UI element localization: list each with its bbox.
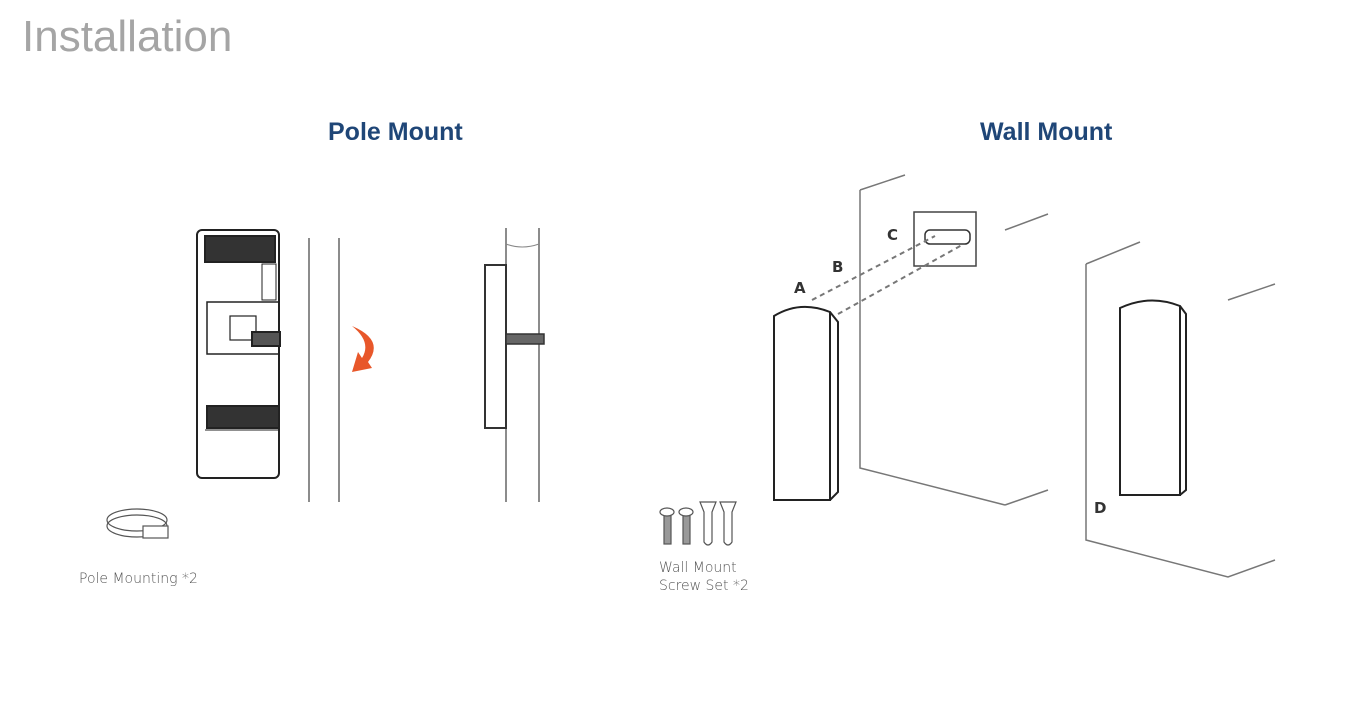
wall-mount-heading: Wall Mount <box>980 118 1113 146</box>
step-label-d: D <box>1094 499 1106 517</box>
device-mounted-on-pole-illustration <box>484 228 545 502</box>
page-title: Installation <box>22 12 233 61</box>
hose-clamp-icon <box>106 508 169 539</box>
wall-illustration <box>859 174 1049 506</box>
rotate-arrow-icon <box>352 326 374 372</box>
device-back-illustration <box>196 229 281 479</box>
step-label-c: C <box>887 226 898 244</box>
wall-screws-icon <box>659 501 737 546</box>
step-label-a: A <box>794 279 806 297</box>
wall-screw-caption-line2: Screw Set *2 <box>659 578 749 594</box>
device-front-illustration <box>773 305 839 501</box>
step-label-b: B <box>832 258 843 276</box>
pole-mounting-caption: Pole Mounting *2 <box>79 571 198 587</box>
wall-screw-caption: Wall Mount Screw Set *2 <box>659 559 749 595</box>
screw-paths <box>811 235 963 315</box>
wall-with-device-illustration <box>1085 241 1276 578</box>
pole-illustration-left <box>308 238 340 502</box>
pole-mount-heading: Pole Mount <box>328 118 463 146</box>
wall-screw-caption-line1: Wall Mount <box>659 560 737 576</box>
